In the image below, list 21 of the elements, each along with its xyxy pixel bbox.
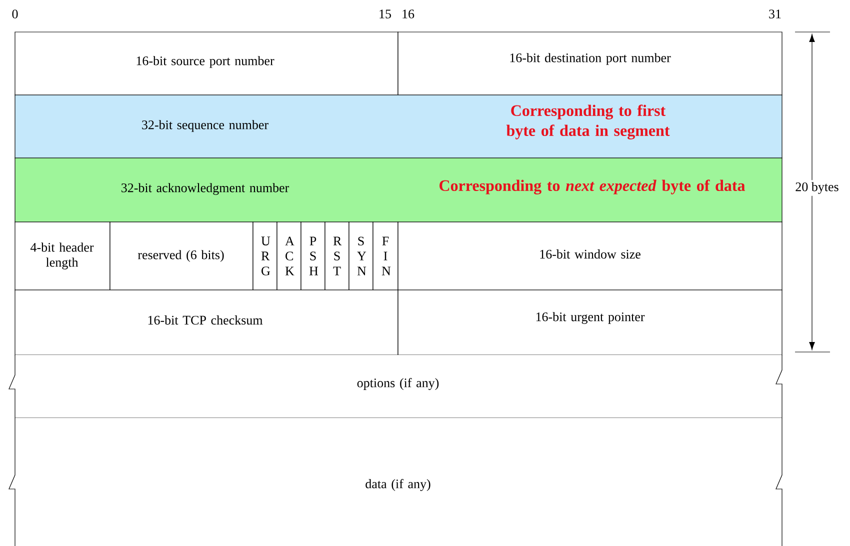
field-cell: R S T xyxy=(324,222,350,290)
field-cell: F I N xyxy=(372,222,398,290)
field-cell: S Y N xyxy=(348,222,374,290)
field-cell: A C K xyxy=(276,222,302,290)
node-label: data (if any) xyxy=(366,479,430,491)
field-cell: 16-bit destination port number xyxy=(398,32,782,96)
field-cell: 16-bit urgent pointer xyxy=(398,290,782,356)
field-cell: P S H xyxy=(300,222,326,290)
bit-number: 0 xyxy=(12,10,18,18)
dimension-label: 20 bytes xyxy=(793,180,841,196)
field-cell: U R G xyxy=(252,222,278,290)
field-cell: 4-bit header length xyxy=(14,222,110,290)
bit-number: 16 xyxy=(402,10,414,18)
bit-number: 15 xyxy=(380,10,391,18)
field-cell: data (if any) xyxy=(8,418,782,546)
bit-number: 31 xyxy=(769,10,781,18)
field-cell: 32-bit sequence number Corresponding to first byte of data in segment xyxy=(14,94,782,158)
field-cell: options (if any) xyxy=(8,354,782,418)
node-label: options (if any) xyxy=(357,378,439,390)
field-cell: 16-bit source port number xyxy=(14,32,398,96)
field-cell: 32-bit acknowledgment number Corresponding to next expected byte of data xyxy=(14,158,782,222)
